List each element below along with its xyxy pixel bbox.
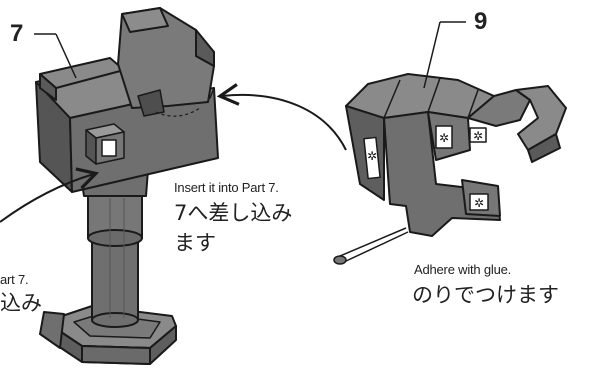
column [79,169,149,328]
glue-instruction-jp: のりでつけます [412,283,559,307]
asterisk-glue-icon: ✲ [367,149,377,163]
glue-instruction-en: Adhere with glue. [414,262,512,277]
insert-arrow [216,83,347,151]
asterisk-glue-icon: ✲ [439,131,449,145]
part-7-number: 7 [10,20,24,47]
asterisk-glue-icon: ✲ [473,129,483,143]
insert-instruction-jp-line2: ます [174,231,216,255]
insert-arrow-left [0,167,100,223]
part-7-body [35,7,219,193]
brush-icon [333,227,409,265]
part-9-piece [345,73,567,237]
part-9-callout [423,21,466,89]
asterisk-glue-icon: ✲ [474,196,484,210]
glue-marks: ✲ ✲ ✲ ✲ [367,129,484,210]
base-plate [39,305,177,365]
part-7-callout [34,33,77,79]
left-instruction-en-partial: art 7. [0,272,29,287]
insert-instruction-jp-line1: 7へ差し込み [174,201,293,225]
part-7-assembly [35,7,219,365]
left-instruction-jp-partial: 込み [0,291,42,315]
insert-instruction-en: Insert it into Part 7. [174,180,279,195]
part-9-number: 9 [474,8,488,35]
